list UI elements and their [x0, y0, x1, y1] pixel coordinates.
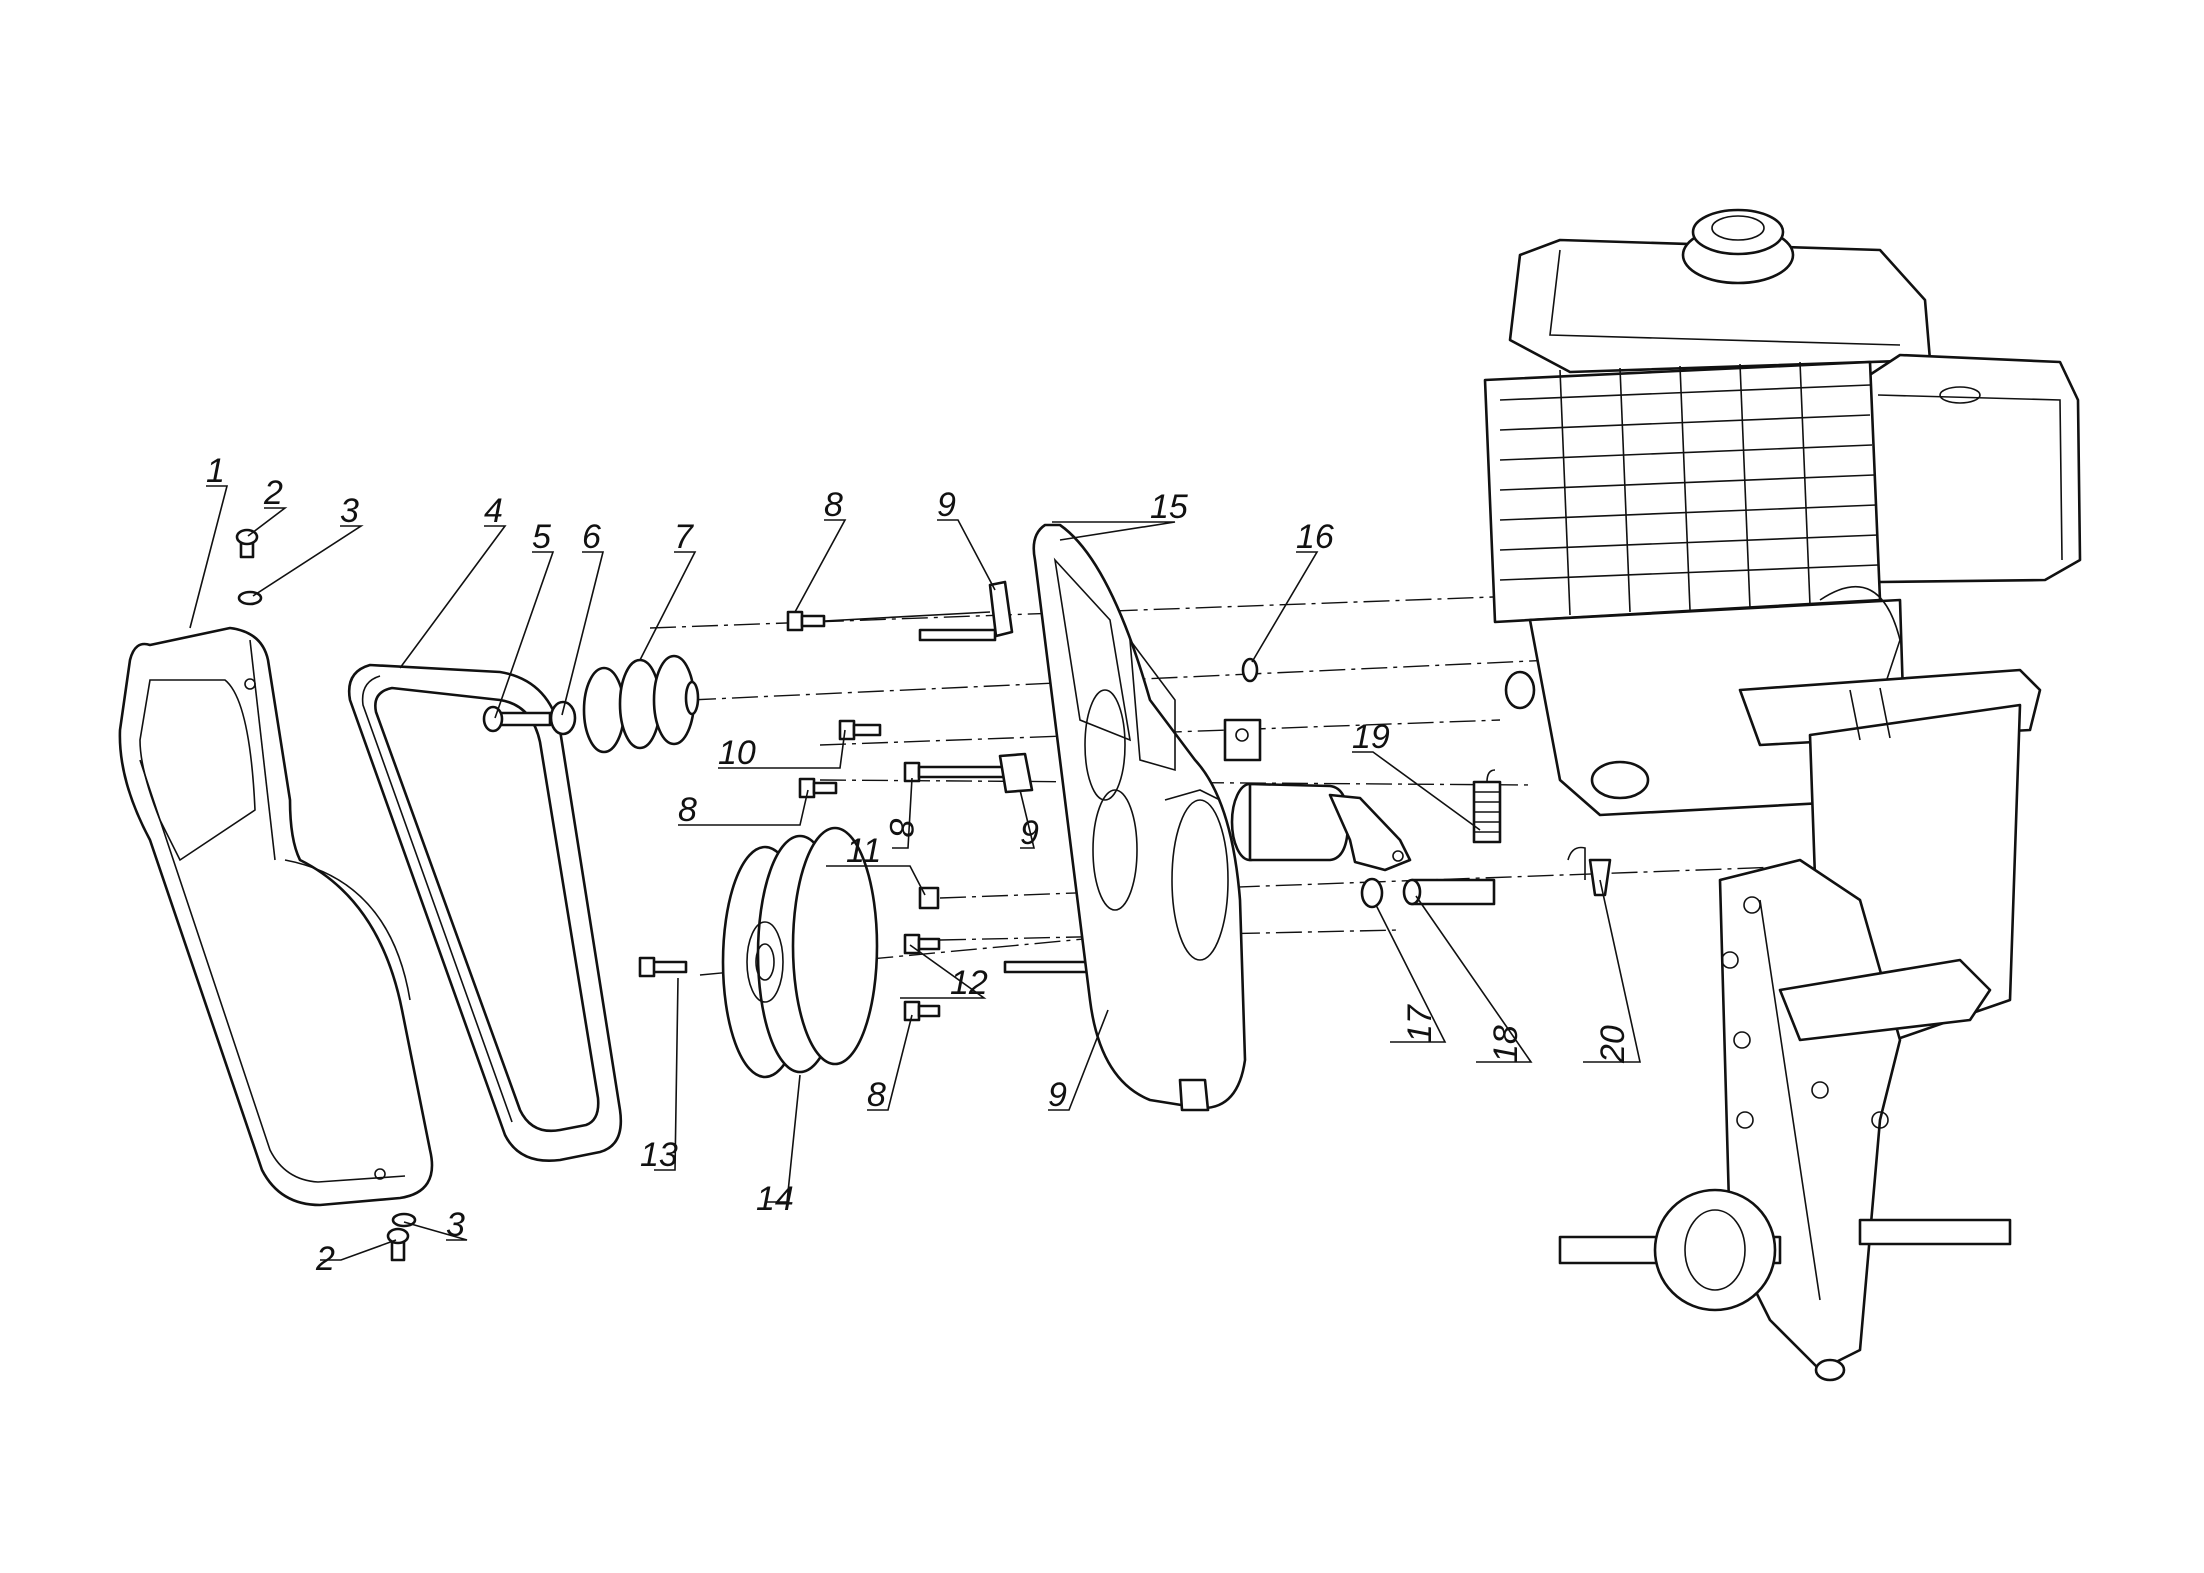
bolt-8-mid — [798, 777, 838, 799]
callout-20: 20 — [1594, 1025, 1632, 1064]
callout-2-top: 2 — [263, 474, 283, 512]
spring-19 — [1472, 769, 1502, 844]
callout-3-top: 3 — [340, 492, 359, 530]
bolt-8-center — [903, 752, 1034, 794]
washer-16 — [1241, 657, 1259, 683]
belt-cover — [118, 626, 434, 1207]
callout-5: 5 — [532, 518, 551, 556]
bolt-8-upper — [786, 610, 991, 632]
callout-8-top: 8 — [824, 486, 843, 524]
callout-7: 7 — [674, 518, 694, 556]
callout-8-bottom: 8 — [867, 1076, 886, 1114]
washer-17 — [1360, 877, 1384, 909]
callout-17: 17 — [1401, 1004, 1439, 1043]
engine-assembly — [1483, 208, 2082, 1382]
callout-18: 18 — [1487, 1025, 1525, 1063]
tensioner-bracket — [1230, 782, 1412, 872]
callout-9-mid: 9 — [1020, 814, 1039, 852]
hook-20 — [1567, 846, 1612, 897]
callout-1: 1 — [206, 452, 225, 490]
v-belt — [347, 663, 623, 1162]
callout-8-mid: 8 — [678, 791, 697, 829]
callout-11: 11 — [846, 832, 881, 870]
callout-9-top: 9 — [937, 486, 956, 524]
callout-15: 15 — [1150, 488, 1188, 526]
callout-14: 14 — [756, 1180, 794, 1218]
callout-4: 4 — [484, 492, 503, 530]
callout-3-bottom: 3 — [446, 1206, 465, 1244]
bolt-12 — [903, 933, 941, 955]
mounting-plate — [1032, 523, 1262, 1112]
callout-10: 10 — [718, 734, 756, 772]
callout-9-bottom: 9 — [1048, 1076, 1067, 1114]
callout-19: 19 — [1352, 718, 1390, 756]
callout-12: 12 — [950, 964, 988, 1002]
callout-2-bottom: 2 — [315, 1240, 335, 1278]
bolt-8-lower — [903, 1000, 941, 1022]
spacer-9-upper — [918, 580, 1014, 642]
sleeve-18 — [1402, 878, 1496, 906]
screw-washer-bottom — [386, 1212, 417, 1262]
callout-6: 6 — [582, 518, 601, 556]
callout-13: 13 — [640, 1136, 678, 1174]
callout-16: 16 — [1296, 518, 1334, 556]
bolt-10 — [838, 719, 882, 741]
bolt-13 — [638, 956, 688, 978]
leader-lines — [189, 485, 1641, 1261]
callout-labels: 1 2 3 4 5 6 7 8 9 15 16 10 19 8 8 9 11 1… — [206, 452, 1632, 1278]
large-pulley — [721, 826, 879, 1079]
callout-8-center: 8 — [882, 818, 920, 837]
